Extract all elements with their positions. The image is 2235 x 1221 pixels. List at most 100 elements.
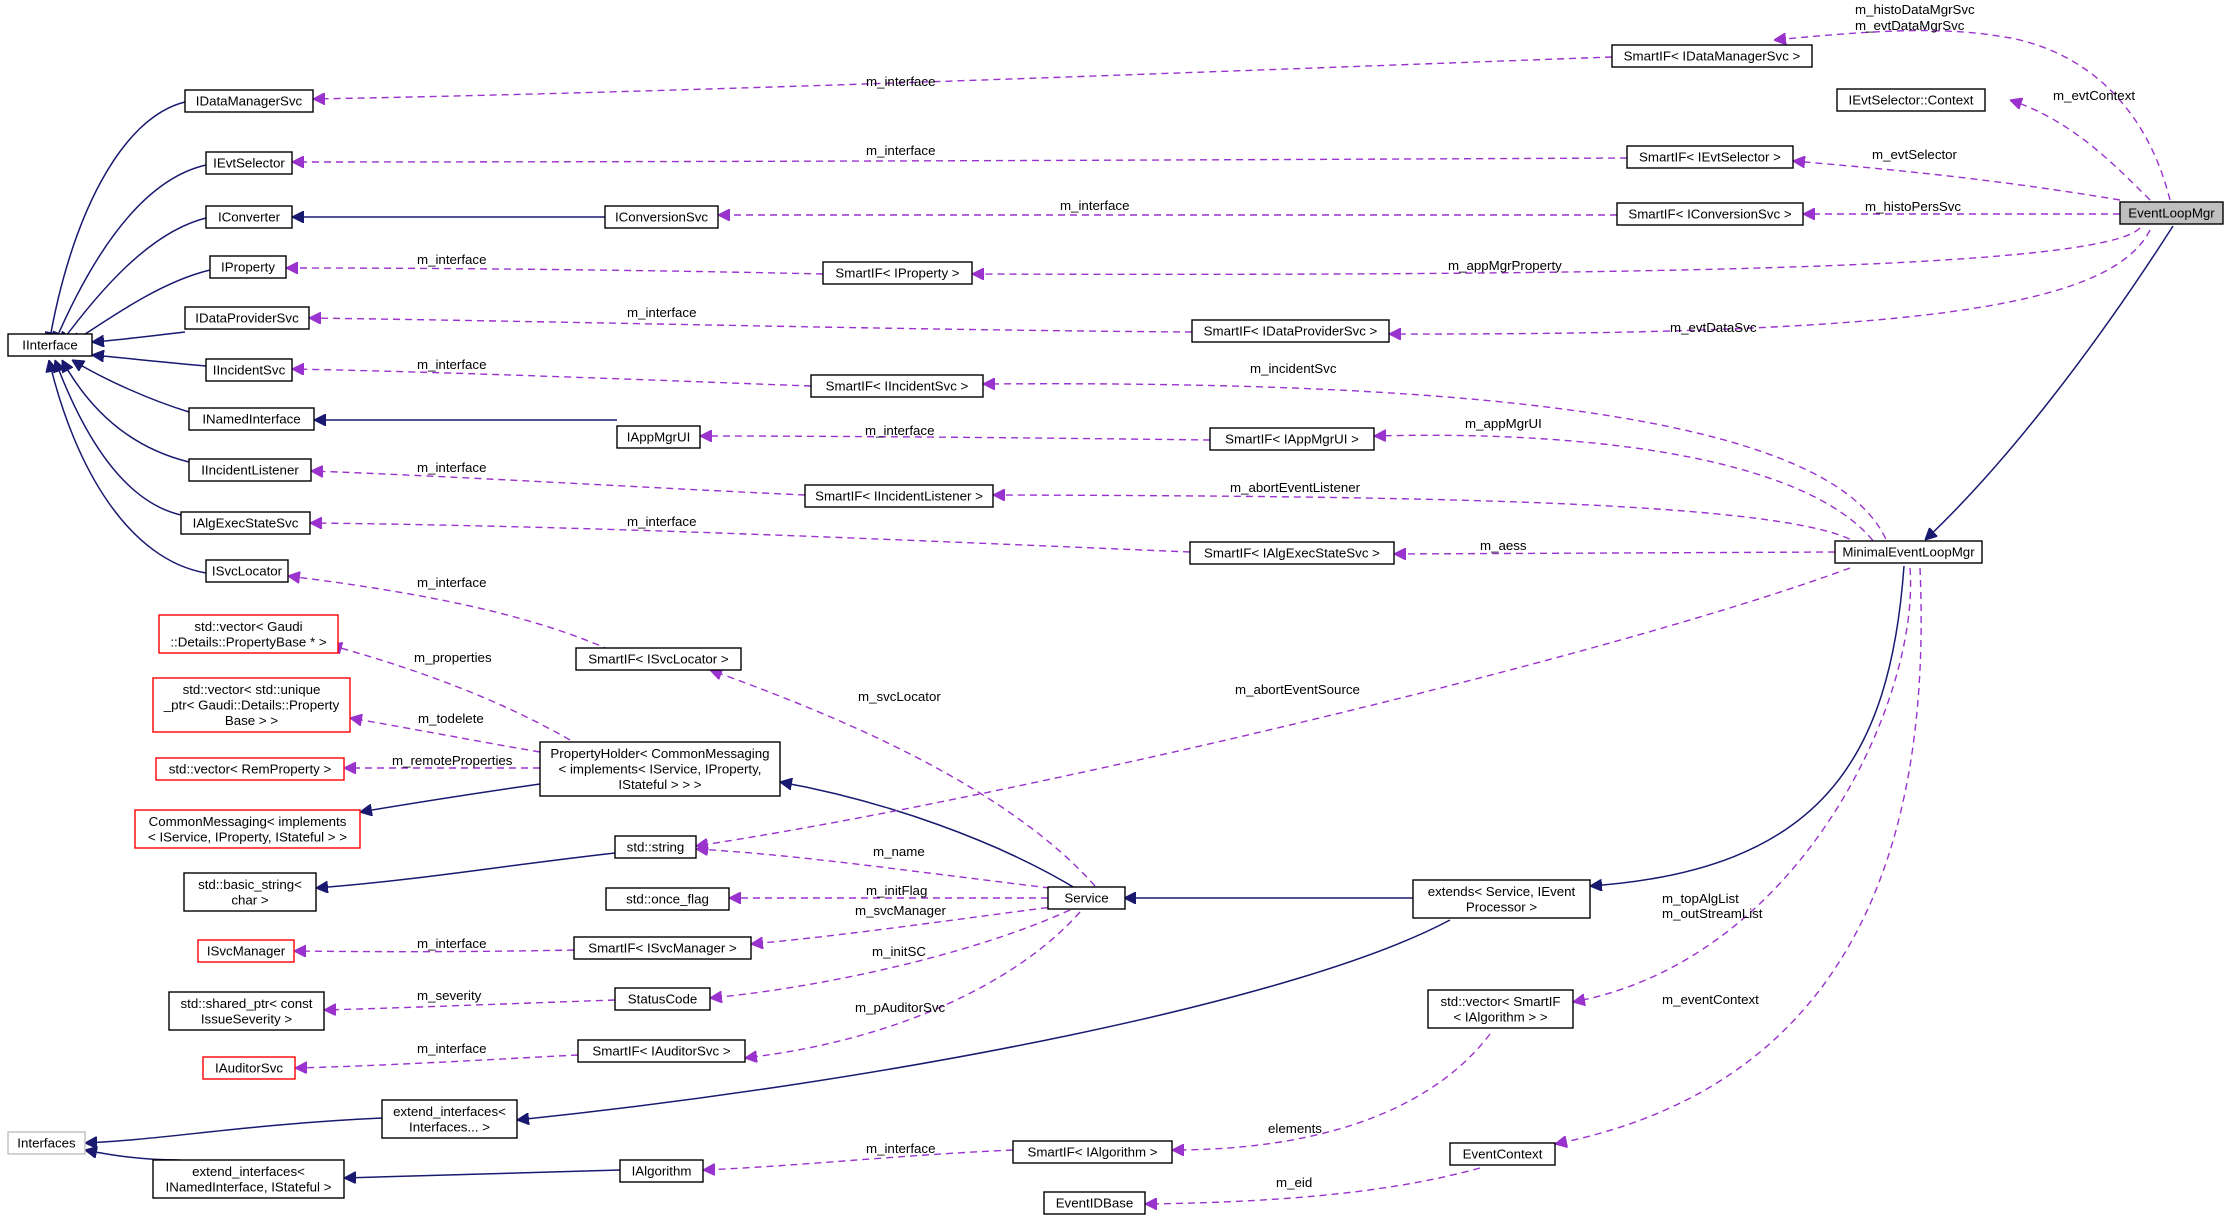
class-node-property-holder[interactable]: PropertyHolder< CommonMessaging< impleme… [539,741,781,797]
class-node-basic-string[interactable]: std::basic_string<char > [183,872,317,912]
class-box[interactable] [1412,879,1591,919]
class-box[interactable] [168,991,325,1031]
class-box[interactable] [381,1099,518,1139]
class-node-status-code[interactable]: StatusCode [614,987,711,1011]
class-node-smart-ifconversion-svc[interactable]: SmartIF< IConversionSvc > [1616,202,1804,226]
class-node-extend-interfaces-variadic[interactable]: extend_interfaces<Interfaces... > [381,1099,518,1139]
class-box[interactable] [158,614,339,654]
class-node-event-loop-mgr[interactable]: EventLoopMgr [2119,201,2224,225]
class-node-once-flag[interactable]: std::once_flag [605,887,730,911]
class-node-smart-ifevt-selector[interactable]: SmartIF< IEvtSelector > [1626,145,1794,169]
class-box[interactable] [205,151,293,175]
class-box[interactable] [614,835,697,859]
class-node-smart-ifdata-manager-svc[interactable]: SmartIF< IDataManagerSvc > [1611,44,1813,68]
class-box[interactable] [573,936,752,960]
class-box[interactable] [539,741,781,797]
class-node-minimal-event-loop-mgr[interactable]: MinimalEventLoopMgr [1834,540,1983,564]
class-box[interactable] [822,261,973,285]
class-box[interactable] [152,1159,345,1199]
class-box[interactable] [1611,44,1813,68]
class-box[interactable] [209,255,287,279]
class-box[interactable] [616,425,701,449]
class-box[interactable] [1043,1191,1146,1215]
class-box[interactable] [1836,88,1986,112]
class-box[interactable] [1189,541,1395,565]
class-node-smart-ifsvc-manager[interactable]: SmartIF< ISvcManager > [573,936,752,960]
class-node-ialg-exec-state-svc[interactable]: IAlgExecStateSvc [180,511,311,535]
class-node-iincident-listener[interactable]: IIncidentListener [188,458,312,482]
class-box[interactable] [202,1056,296,1080]
class-node-vec-unique-ptr[interactable]: std::vector< std::unique_ptr< Gaudi::Det… [152,677,351,733]
class-node-vec-rem-prop[interactable]: std::vector< RemProperty > [155,757,345,781]
class-box[interactable] [577,1039,746,1063]
class-box[interactable] [575,647,742,671]
class-node-interfaces[interactable]: Interfaces [7,1131,86,1155]
class-box[interactable] [1449,1142,1556,1166]
class-box[interactable] [619,1159,704,1183]
class-node-ievt-selector-context[interactable]: IEvtSelector::Context [1836,88,1986,112]
class-box[interactable] [183,872,317,912]
class-node-smart-ifauditor-svc[interactable]: SmartIF< IAuditorSvc > [577,1039,746,1063]
class-box[interactable] [155,757,345,781]
class-box[interactable] [1834,540,1983,564]
class-node-vec-prop-base[interactable]: std::vector< Gaudi::Details::PropertyBas… [158,614,339,654]
class-node-iapp-mgr-ui[interactable]: IAppMgrUI [616,425,701,449]
class-box[interactable] [184,89,314,113]
class-node-event-context[interactable]: EventContext [1449,1142,1556,1166]
class-node-inamed-interface[interactable]: INamedInterface [188,407,315,431]
class-box[interactable] [1047,886,1126,910]
class-node-vec-smart-ifalgorithm[interactable]: std::vector< SmartIF< IAlgorithm > > [1427,989,1574,1029]
class-node-smart-ifdata-provider-svc[interactable]: SmartIF< IDataProviderSvc > [1191,319,1390,343]
class-box[interactable] [1209,427,1375,451]
class-box[interactable] [134,809,361,849]
class-box[interactable] [810,374,984,398]
class-node-iconversion-svc[interactable]: IConversionSvc [604,205,719,229]
class-node-service[interactable]: Service [1047,886,1126,910]
class-node-iinterface[interactable]: IInterface [7,333,93,357]
class-box[interactable] [1191,319,1390,343]
class-node-iauditor-svc[interactable]: IAuditorSvc [202,1056,296,1080]
class-box[interactable] [605,887,730,911]
class-box[interactable] [1616,202,1804,226]
class-box[interactable] [1427,989,1574,1029]
class-node-smart-ifincident-svc[interactable]: SmartIF< IIncidentSvc > [810,374,984,398]
class-box[interactable] [7,333,93,357]
class-node-event-idbase[interactable]: EventIDBase [1043,1191,1146,1215]
class-box[interactable] [197,939,295,963]
class-box[interactable] [205,559,289,583]
class-node-isvc-manager[interactable]: ISvcManager [197,939,295,963]
class-box[interactable] [180,511,311,535]
class-box[interactable] [604,205,719,229]
class-node-iincident-svc[interactable]: IIncidentSvc [205,358,293,382]
class-node-smart-ifalg-exec-state-svc[interactable]: SmartIF< IAlgExecStateSvc > [1189,541,1395,565]
class-box[interactable] [2119,201,2224,225]
class-node-extend-interfaces-named[interactable]: extend_interfaces<INamedInterface, IStat… [152,1159,345,1199]
class-node-idata-provider-svc[interactable]: IDataProviderSvc [184,306,310,330]
class-box[interactable] [205,205,293,229]
class-box[interactable] [188,407,315,431]
class-node-smart-ifsvc-locator[interactable]: SmartIF< ISvcLocator > [575,647,742,671]
class-node-isvc-locator[interactable]: ISvcLocator [205,559,289,583]
class-box[interactable] [188,458,312,482]
class-node-ialgorithm[interactable]: IAlgorithm [619,1159,704,1183]
class-node-smart-ifproperty[interactable]: SmartIF< IProperty > [822,261,973,285]
class-box[interactable] [152,677,351,733]
class-box[interactable] [1012,1140,1173,1164]
class-node-std-string[interactable]: std::string [614,835,697,859]
class-node-smart-ifincident-listener[interactable]: SmartIF< IIncidentListener > [804,484,994,508]
class-node-idata-manager-svc[interactable]: IDataManagerSvc [184,89,314,113]
class-box[interactable] [7,1131,86,1155]
class-node-common-messaging[interactable]: CommonMessaging< implements< IService, I… [134,809,361,849]
class-box[interactable] [614,987,711,1011]
class-box[interactable] [184,306,310,330]
class-node-iconverter[interactable]: IConverter [205,205,293,229]
class-box[interactable] [205,358,293,382]
class-box[interactable] [804,484,994,508]
class-node-smart-ifalgorithm[interactable]: SmartIF< IAlgorithm > [1012,1140,1173,1164]
class-node-ievt-selector[interactable]: IEvtSelector [205,151,293,175]
class-node-iproperty[interactable]: IProperty [209,255,287,279]
class-node-smart-ifapp-mgr-ui[interactable]: SmartIF< IAppMgrUI > [1209,427,1375,451]
class-box[interactable] [1626,145,1794,169]
